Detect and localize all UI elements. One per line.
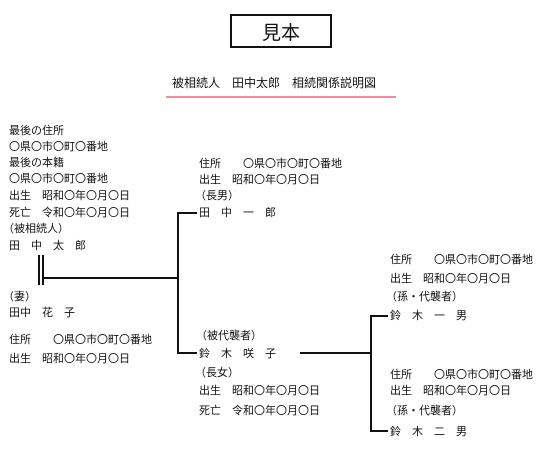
grandchild2-address: 住所 〇県〇市〇町〇番地	[390, 368, 533, 381]
decedent-role: （被相続人）	[3, 222, 69, 235]
grandchild2-branch-line	[370, 430, 388, 432]
son-name: 田 中 一 郎	[199, 206, 276, 219]
grandchild1-name: 鈴 木 一 男	[390, 309, 467, 322]
spouse-role: （妻）	[3, 290, 36, 303]
spouse-birth: 出生 昭和〇年〇月〇日	[9, 352, 130, 365]
daughter-role: （長女）	[195, 366, 239, 379]
daughter-represented-role: （被代襲者）	[196, 329, 262, 342]
decedent-death: 死亡 令和〇年〇月〇日	[9, 206, 130, 219]
marriage-line-left	[38, 255, 40, 285]
grandchild1-address: 住所 〇県〇市〇町〇番地	[390, 253, 533, 266]
daughter-death: 死亡 令和〇年〇月〇日	[199, 404, 320, 417]
decedent-name: 田 中 太 郎	[9, 239, 86, 252]
grandchild1-birth: 出生 昭和〇年〇月〇日	[390, 272, 511, 285]
grandchildren-vertical-line	[370, 315, 372, 431]
couple-to-children-line	[43, 277, 179, 279]
daughter-birth: 出生 昭和〇年〇月〇日	[199, 384, 320, 397]
decedent-last-address: 〇県〇市〇町〇番地	[9, 140, 108, 153]
grandchild2-birth: 出生 昭和〇年〇月〇日	[390, 384, 511, 397]
decedent-domicile-label: 最後の本籍	[9, 156, 64, 169]
son-role: （長男）	[195, 189, 239, 202]
decedent-birth: 出生 昭和〇年〇月〇日	[9, 189, 130, 202]
children-vertical-line	[177, 212, 179, 354]
grandchild1-branch-line	[370, 315, 388, 317]
daughter-branch-line	[177, 352, 197, 354]
son-address: 住所 〇県〇市〇町〇番地	[199, 157, 342, 170]
marriage-line-right	[42, 255, 44, 285]
decedent-last-address-label: 最後の住所	[9, 124, 64, 137]
son-branch-line	[177, 212, 197, 214]
diagram-title: 被相続人 田中太郎 相続関係説明図	[171, 76, 376, 90]
daughter-name: 鈴 木 咲 子	[199, 347, 276, 360]
sample-label-box: 見本	[230, 14, 332, 48]
decedent-domicile: 〇県〇市〇町〇番地	[9, 172, 108, 185]
grandchild1-role: （孫・代襲者）	[386, 290, 463, 303]
spouse-address: 住所 〇県〇市〇町〇番地	[9, 333, 152, 346]
son-birth: 出生 昭和〇年〇月〇日	[199, 173, 320, 186]
grandchild2-name: 鈴 木 二 男	[390, 425, 467, 438]
title-underline	[166, 96, 396, 98]
sample-label: 見本	[261, 21, 300, 44]
grandchild2-role: （孫・代襲者）	[386, 404, 463, 417]
daughter-to-grandchildren-line	[300, 352, 372, 354]
spouse-name: 田中 花 子	[9, 306, 75, 319]
